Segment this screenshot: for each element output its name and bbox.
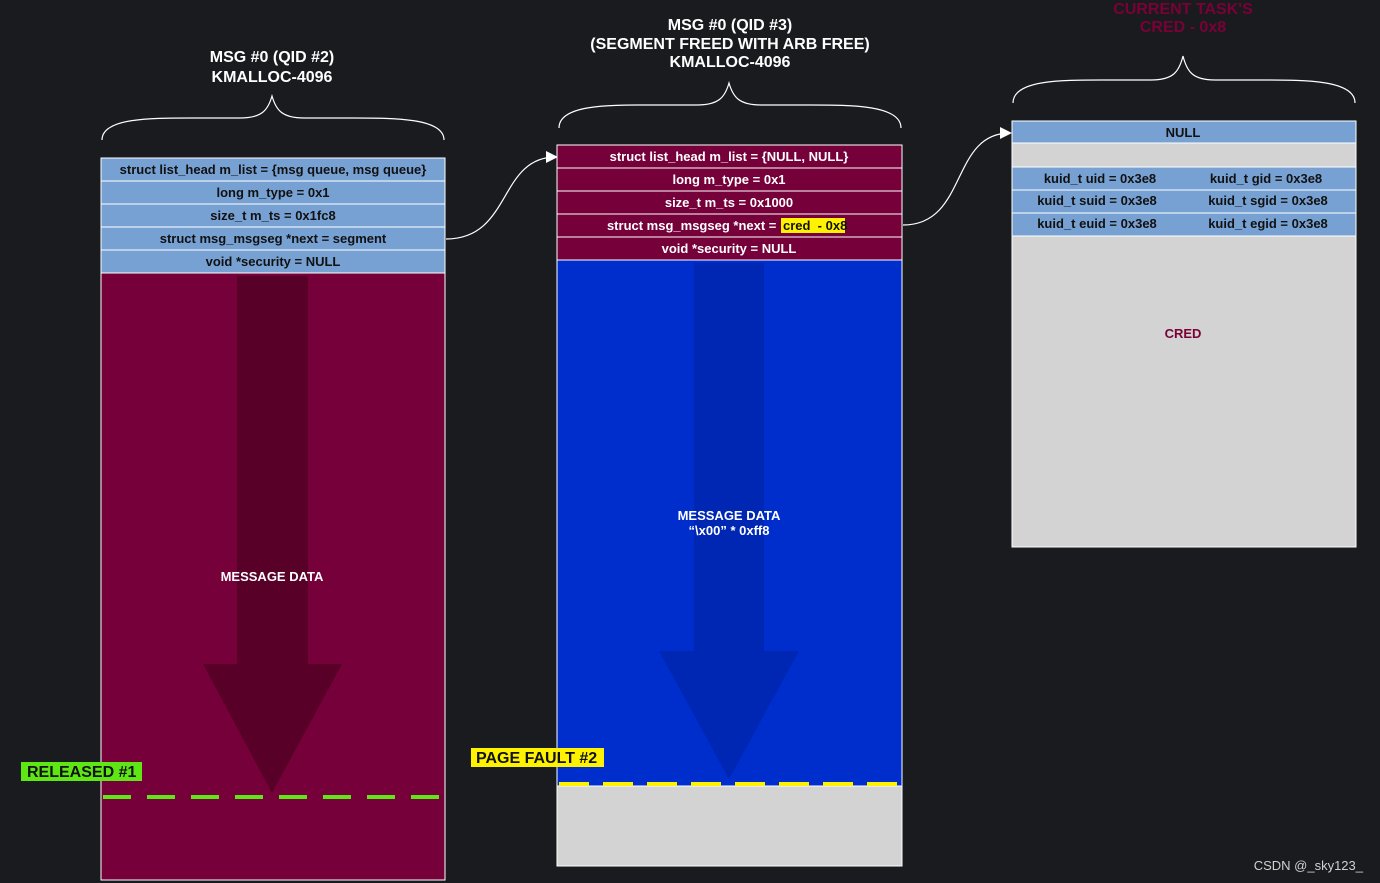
cred-null-field-text: NULL <box>1166 125 1201 140</box>
cred-euid-text: kuid_t euid = 0x3e8 <box>1037 216 1157 231</box>
msg-qid2-field-security-text: void *security = NULL <box>206 254 341 269</box>
cred-body-label: CRED <box>1165 326 1202 341</box>
msg-qid3-down-arrow <box>659 263 799 779</box>
msg-qid3-message-data-sublabel: “\x00” * 0xff8 <box>689 523 770 538</box>
msg-qid3-unmapped-region <box>556 785 903 867</box>
msg-qid2-column: MSG #0 (QID #2) KMALLOC-4096 struct list… <box>21 49 446 881</box>
msg-qid2-message-data-label: MESSAGE DATA <box>221 569 324 584</box>
msg-qid2-title-line1: MSG #0 (QID #2) <box>210 49 334 66</box>
cred-body-block <box>1011 235 1357 548</box>
msg-qid3-field-m-ts-text: size_t m_ts = 0x1000 <box>665 195 793 210</box>
msg-qid3-field-next-highlight-text: cred - 0x8 <box>783 218 847 233</box>
msg-qid2-brace <box>101 93 445 141</box>
cred-sgid-text: kuid_t sgid = 0x3e8 <box>1208 193 1328 208</box>
watermark: CSDN @_sky123_ <box>1254 858 1364 873</box>
released-badge <box>21 762 142 781</box>
msg-qid3-title-line1: MSG #0 (QID #3) <box>668 17 792 34</box>
msg-qid2-field-next-text: struct msg_msgseg *next = segment <box>160 231 387 246</box>
msg-qid3-field-security-text: void *security = NULL <box>662 241 797 256</box>
msg-qid3-field-m-type-text: long m_type = 0x1 <box>672 172 785 187</box>
cred-brace <box>1012 55 1356 104</box>
msg-qid3-title-line3: KMALLOC-4096 <box>670 54 791 71</box>
msg-qid2-field-m-ts-text: size_t m_ts = 0x1fc8 <box>210 208 335 223</box>
cred-suid-text: kuid_t suid = 0x3e8 <box>1037 193 1157 208</box>
released-badge-text: RELEASED #1 <box>27 764 136 781</box>
page-fault-badge-text: PAGE FAULT #2 <box>476 750 597 767</box>
cred-usage-gap <box>1011 142 1357 168</box>
cred-highlight <box>781 218 845 233</box>
msg-qid3-column: MSG #0 (QID #3) (SEGMENT FREED WITH ARB … <box>471 17 903 867</box>
msg-qid3-field-next-text: struct msg_msgseg *next = <box>607 218 780 233</box>
msg-qid2-field-m-type-text: long m_type = 0x1 <box>216 185 329 200</box>
cred-title-line1: CURRENT TASK'S <box>1113 1 1253 18</box>
msg-qid3-brace <box>558 80 902 129</box>
msg-qid2-field-m-list-text: struct list_head m_list = {msg queue, ms… <box>120 162 427 177</box>
connector-next-to-cred <box>902 127 1012 226</box>
msg-qid2-down-arrow <box>203 276 342 793</box>
cred-title-line2: CRED - 0x8 <box>1140 19 1226 36</box>
connector-next-to-msg-qid3 <box>445 151 558 240</box>
msg-qid3-title-line2: (SEGMENT FREED WITH ARB FREE) <box>590 36 869 53</box>
msg-qid2-title-line2: KMALLOC-4096 <box>212 69 333 86</box>
page-fault-badge <box>471 748 604 767</box>
cred-column: CURRENT TASK'S CRED - 0x8 NULL kuid_t ui… <box>1011 1 1357 548</box>
cred-egid-text: kuid_t egid = 0x3e8 <box>1208 216 1328 231</box>
cred-gid-text: kuid_t gid = 0x3e8 <box>1210 171 1322 186</box>
cred-uid-text: kuid_t uid = 0x3e8 <box>1044 171 1156 186</box>
msg-qid3-message-data-label: MESSAGE DATA <box>678 508 781 523</box>
msg-qid3-field-m-list-text: struct list_head m_list = {NULL, NULL} <box>610 149 849 164</box>
